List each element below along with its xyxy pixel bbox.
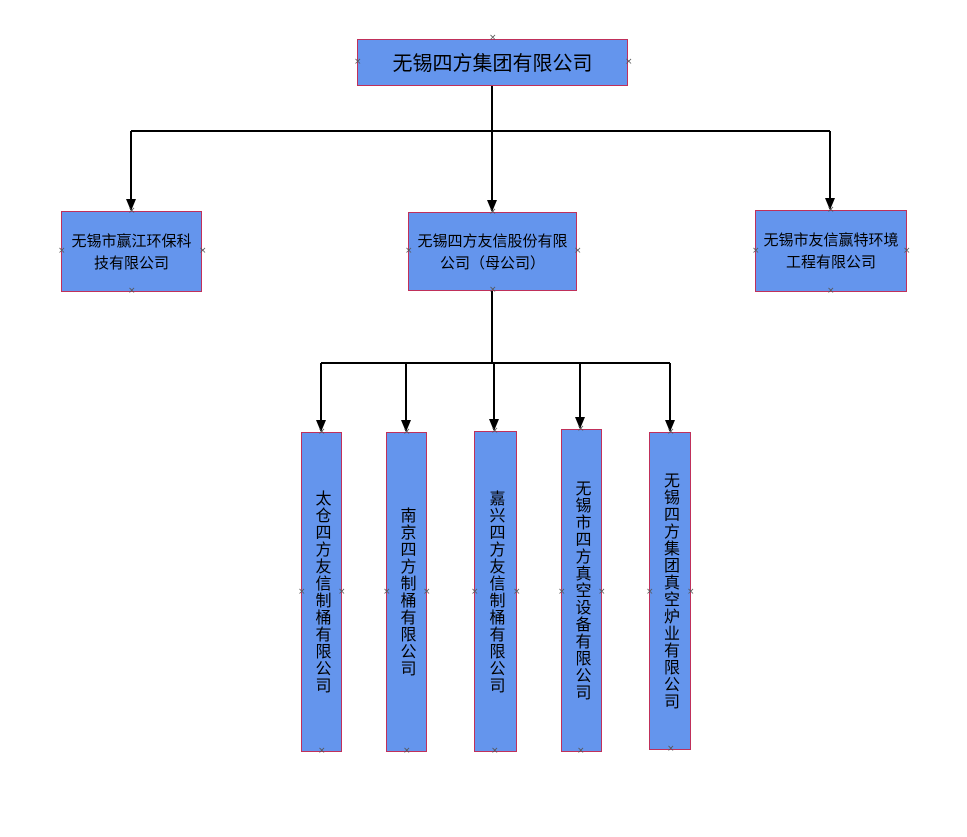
selection-handle-icon: ×: [403, 427, 411, 437]
org-node-label: 无锡市赢江环保科技有限公司: [71, 231, 192, 272]
selection-handle-icon: ×: [558, 587, 566, 597]
selection-handle-icon: ×: [687, 587, 695, 597]
org-node-label: 嘉兴四方友信制桶有限公司: [486, 489, 506, 694]
selection-handle-icon: ×: [58, 246, 66, 256]
selection-handle-icon: ×: [752, 246, 760, 256]
org-node-label: 南京四方制桶有限公司: [397, 507, 417, 677]
selection-handle-icon: ×: [903, 246, 911, 256]
org-node-level3-4[interactable]: 无锡市四方真空设备有限公司: [561, 429, 602, 752]
selection-handle-icon: ×: [199, 246, 207, 256]
org-node-label: 无锡市友信赢特环境工程有限公司: [763, 231, 899, 271]
selection-handle-icon: ×: [489, 285, 497, 295]
org-node-label: 太仓四方友信制桶有限公司: [312, 490, 332, 694]
selection-handle-icon: ×: [128, 286, 136, 296]
org-node-label: 无锡四方集团有限公司: [392, 50, 593, 75]
selection-handle-icon: ×: [491, 426, 499, 436]
selection-handle-icon: ×: [354, 57, 362, 67]
selection-handle-icon: ×: [598, 587, 606, 597]
selection-handle-icon: ×: [471, 587, 479, 597]
org-node-label: 无锡四方集团真空炉业有限公司: [661, 472, 680, 710]
selection-handle-icon: ×: [403, 746, 411, 756]
org-node-label: 无锡市四方真空设备有限公司: [572, 480, 592, 701]
org-node-level3-5[interactable]: 无锡四方集团真空炉业有限公司: [649, 432, 691, 750]
selection-handle-icon: ×: [646, 587, 654, 597]
org-node-level2-2[interactable]: 无锡四方友信股份有限公司（母公司）: [408, 212, 577, 291]
selection-handle-icon: ×: [489, 207, 497, 217]
selection-handle-icon: ×: [577, 424, 585, 434]
org-node-level3-3[interactable]: 嘉兴四方友信制桶有限公司: [474, 431, 517, 752]
org-node-level3-1[interactable]: 太仓四方友信制桶有限公司: [301, 432, 342, 752]
org-node-level3-2[interactable]: 南京四方制桶有限公司: [386, 432, 427, 752]
selection-handle-icon: ×: [128, 206, 136, 216]
selection-handle-icon: ×: [667, 427, 675, 437]
selection-handle-icon: ×: [423, 587, 431, 597]
selection-handle-icon: ×: [574, 246, 582, 256]
org-node-label: 无锡四方友信股份有限公司（母公司）: [417, 231, 568, 272]
selection-handle-icon: ×: [625, 57, 633, 67]
selection-handle-icon: ×: [383, 587, 391, 597]
org-node-level2-1[interactable]: 无锡市赢江环保科技有限公司: [61, 211, 202, 292]
selection-handle-icon: ×: [491, 746, 499, 756]
org-node-level2-3[interactable]: 无锡市友信赢特环境工程有限公司: [755, 210, 907, 292]
selection-handle-icon: ×: [827, 286, 835, 296]
selection-handle-icon: ×: [318, 427, 326, 437]
selection-handle-icon: ×: [298, 587, 306, 597]
selection-handle-icon: ×: [489, 33, 497, 43]
selection-handle-icon: ×: [405, 246, 413, 256]
selection-handle-icon: ×: [513, 587, 521, 597]
selection-handle-icon: ×: [577, 746, 585, 756]
selection-handle-icon: ×: [667, 744, 675, 754]
selection-handle-icon: ×: [318, 746, 326, 756]
selection-handle-icon: ×: [827, 205, 835, 215]
org-node-root[interactable]: 无锡四方集团有限公司: [357, 39, 628, 86]
selection-handle-icon: ×: [338, 587, 346, 597]
